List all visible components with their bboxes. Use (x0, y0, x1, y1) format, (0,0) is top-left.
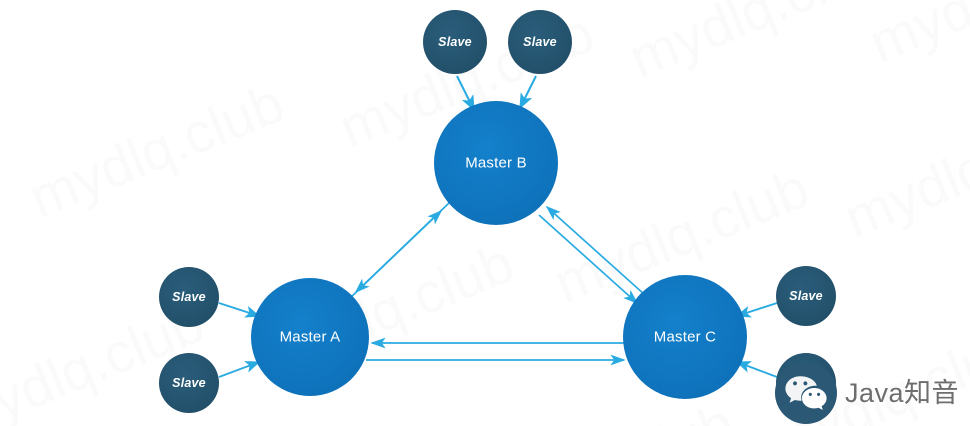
link-group-a-c (366, 337, 630, 366)
node-slave-b1[interactable] (423, 10, 487, 74)
brand-name: Java知音 (845, 377, 960, 408)
node-slave-c1[interactable] (776, 266, 836, 326)
node-slave-b2[interactable] (508, 10, 572, 74)
link-master-c-to-master-b (545, 205, 646, 296)
node-slave-a1[interactable] (159, 267, 219, 327)
link-group-b-c (538, 205, 646, 305)
node-master-c[interactable] (623, 275, 747, 399)
wechat-icon (775, 362, 837, 424)
node-slave-a2[interactable] (159, 353, 219, 413)
brand-overlay: Java知音 (775, 362, 959, 424)
link-slave-b1-to-master-b (456, 75, 475, 112)
link-slave-c1-to-master-c (735, 302, 778, 318)
link-slave-a2-to-master-a (218, 361, 261, 378)
link-master-b-to-master-c (538, 214, 639, 305)
link-slave-b2-to-master-b (519, 75, 537, 110)
link-master-a-to-master-b (347, 209, 443, 301)
link-group-a-b (347, 202, 450, 301)
node-master-b[interactable] (434, 101, 558, 225)
link-slave-c2-to-master-c (735, 361, 778, 378)
link-slave-a1-to-master-a (218, 302, 261, 318)
node-master-a[interactable] (251, 278, 369, 396)
